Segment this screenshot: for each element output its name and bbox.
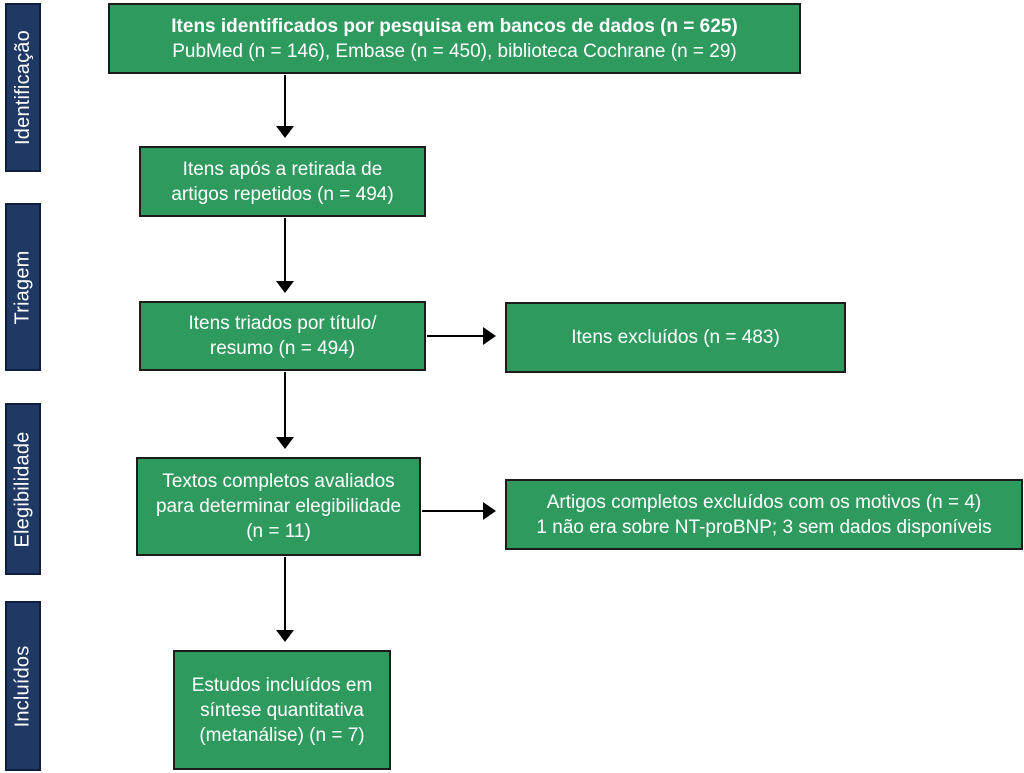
included-line1: Estudos incluídos em xyxy=(191,674,373,696)
phase-included: Incluídos xyxy=(5,601,41,771)
arrowhead-fulltext-to-excluded xyxy=(483,502,496,520)
after-duplicates-line2: artigos repetidos (n = 494) xyxy=(171,183,394,205)
full-text-line3: (n = 11) xyxy=(246,521,311,542)
arrowhead-dedup-to-screened xyxy=(276,281,294,293)
arrowhead-fulltext-to-included xyxy=(276,630,294,642)
full-text-box: Textos completos avaliados para determin… xyxy=(136,457,421,556)
full-text-line2: para determinar elegibilidade xyxy=(155,496,402,517)
arrowhead-identified-to-dedup xyxy=(276,126,294,138)
arrowhead-screened-to-excluded xyxy=(483,327,496,345)
screened-line2: resumo (n = 494) xyxy=(209,338,356,359)
records-identified-title: Itens identificados por pesquisa em banc… xyxy=(171,15,738,37)
excluded-box: Itens excluídos (n = 483) xyxy=(505,302,846,373)
phase-screening: Triagem xyxy=(5,203,41,371)
phase-identification: Identificação xyxy=(5,3,41,172)
arrowhead-screened-to-fulltext xyxy=(276,437,294,449)
included-line2: síntese quantitativa xyxy=(200,699,364,721)
records-identified-box: Itens identificados por pesquisa em banc… xyxy=(108,3,801,74)
after-duplicates-box: Itens após a retirada de artigos repetid… xyxy=(139,146,426,217)
full-text-line1: Textos completos avaliados xyxy=(162,471,395,492)
screened-box: Itens triados por título/ resumo (n = 49… xyxy=(139,301,426,371)
excluded-line1: Itens excluídos (n = 483) xyxy=(571,327,780,348)
screened-line1: Itens triados por título/ xyxy=(188,313,377,334)
phase-eligibility: Elegibilidade xyxy=(5,403,41,575)
included-box: Estudos incluídos em síntese quantitativ… xyxy=(173,650,391,770)
included-line3: (metanálise) (n = 7) xyxy=(199,724,365,746)
records-identified-sources: PubMed (n = 146), Embase (n = 450), bibl… xyxy=(172,40,737,62)
full-text-excluded-box: Artigos completos excluídos com os motiv… xyxy=(505,479,1023,550)
after-duplicates-line1: Itens após a retirada de xyxy=(182,158,383,180)
full-text-excluded-line1: Artigos completos excluídos com os motiv… xyxy=(546,491,982,513)
full-text-excluded-line2: 1 não era sobre NT-proBNP; 3 sem dados d… xyxy=(536,516,992,538)
